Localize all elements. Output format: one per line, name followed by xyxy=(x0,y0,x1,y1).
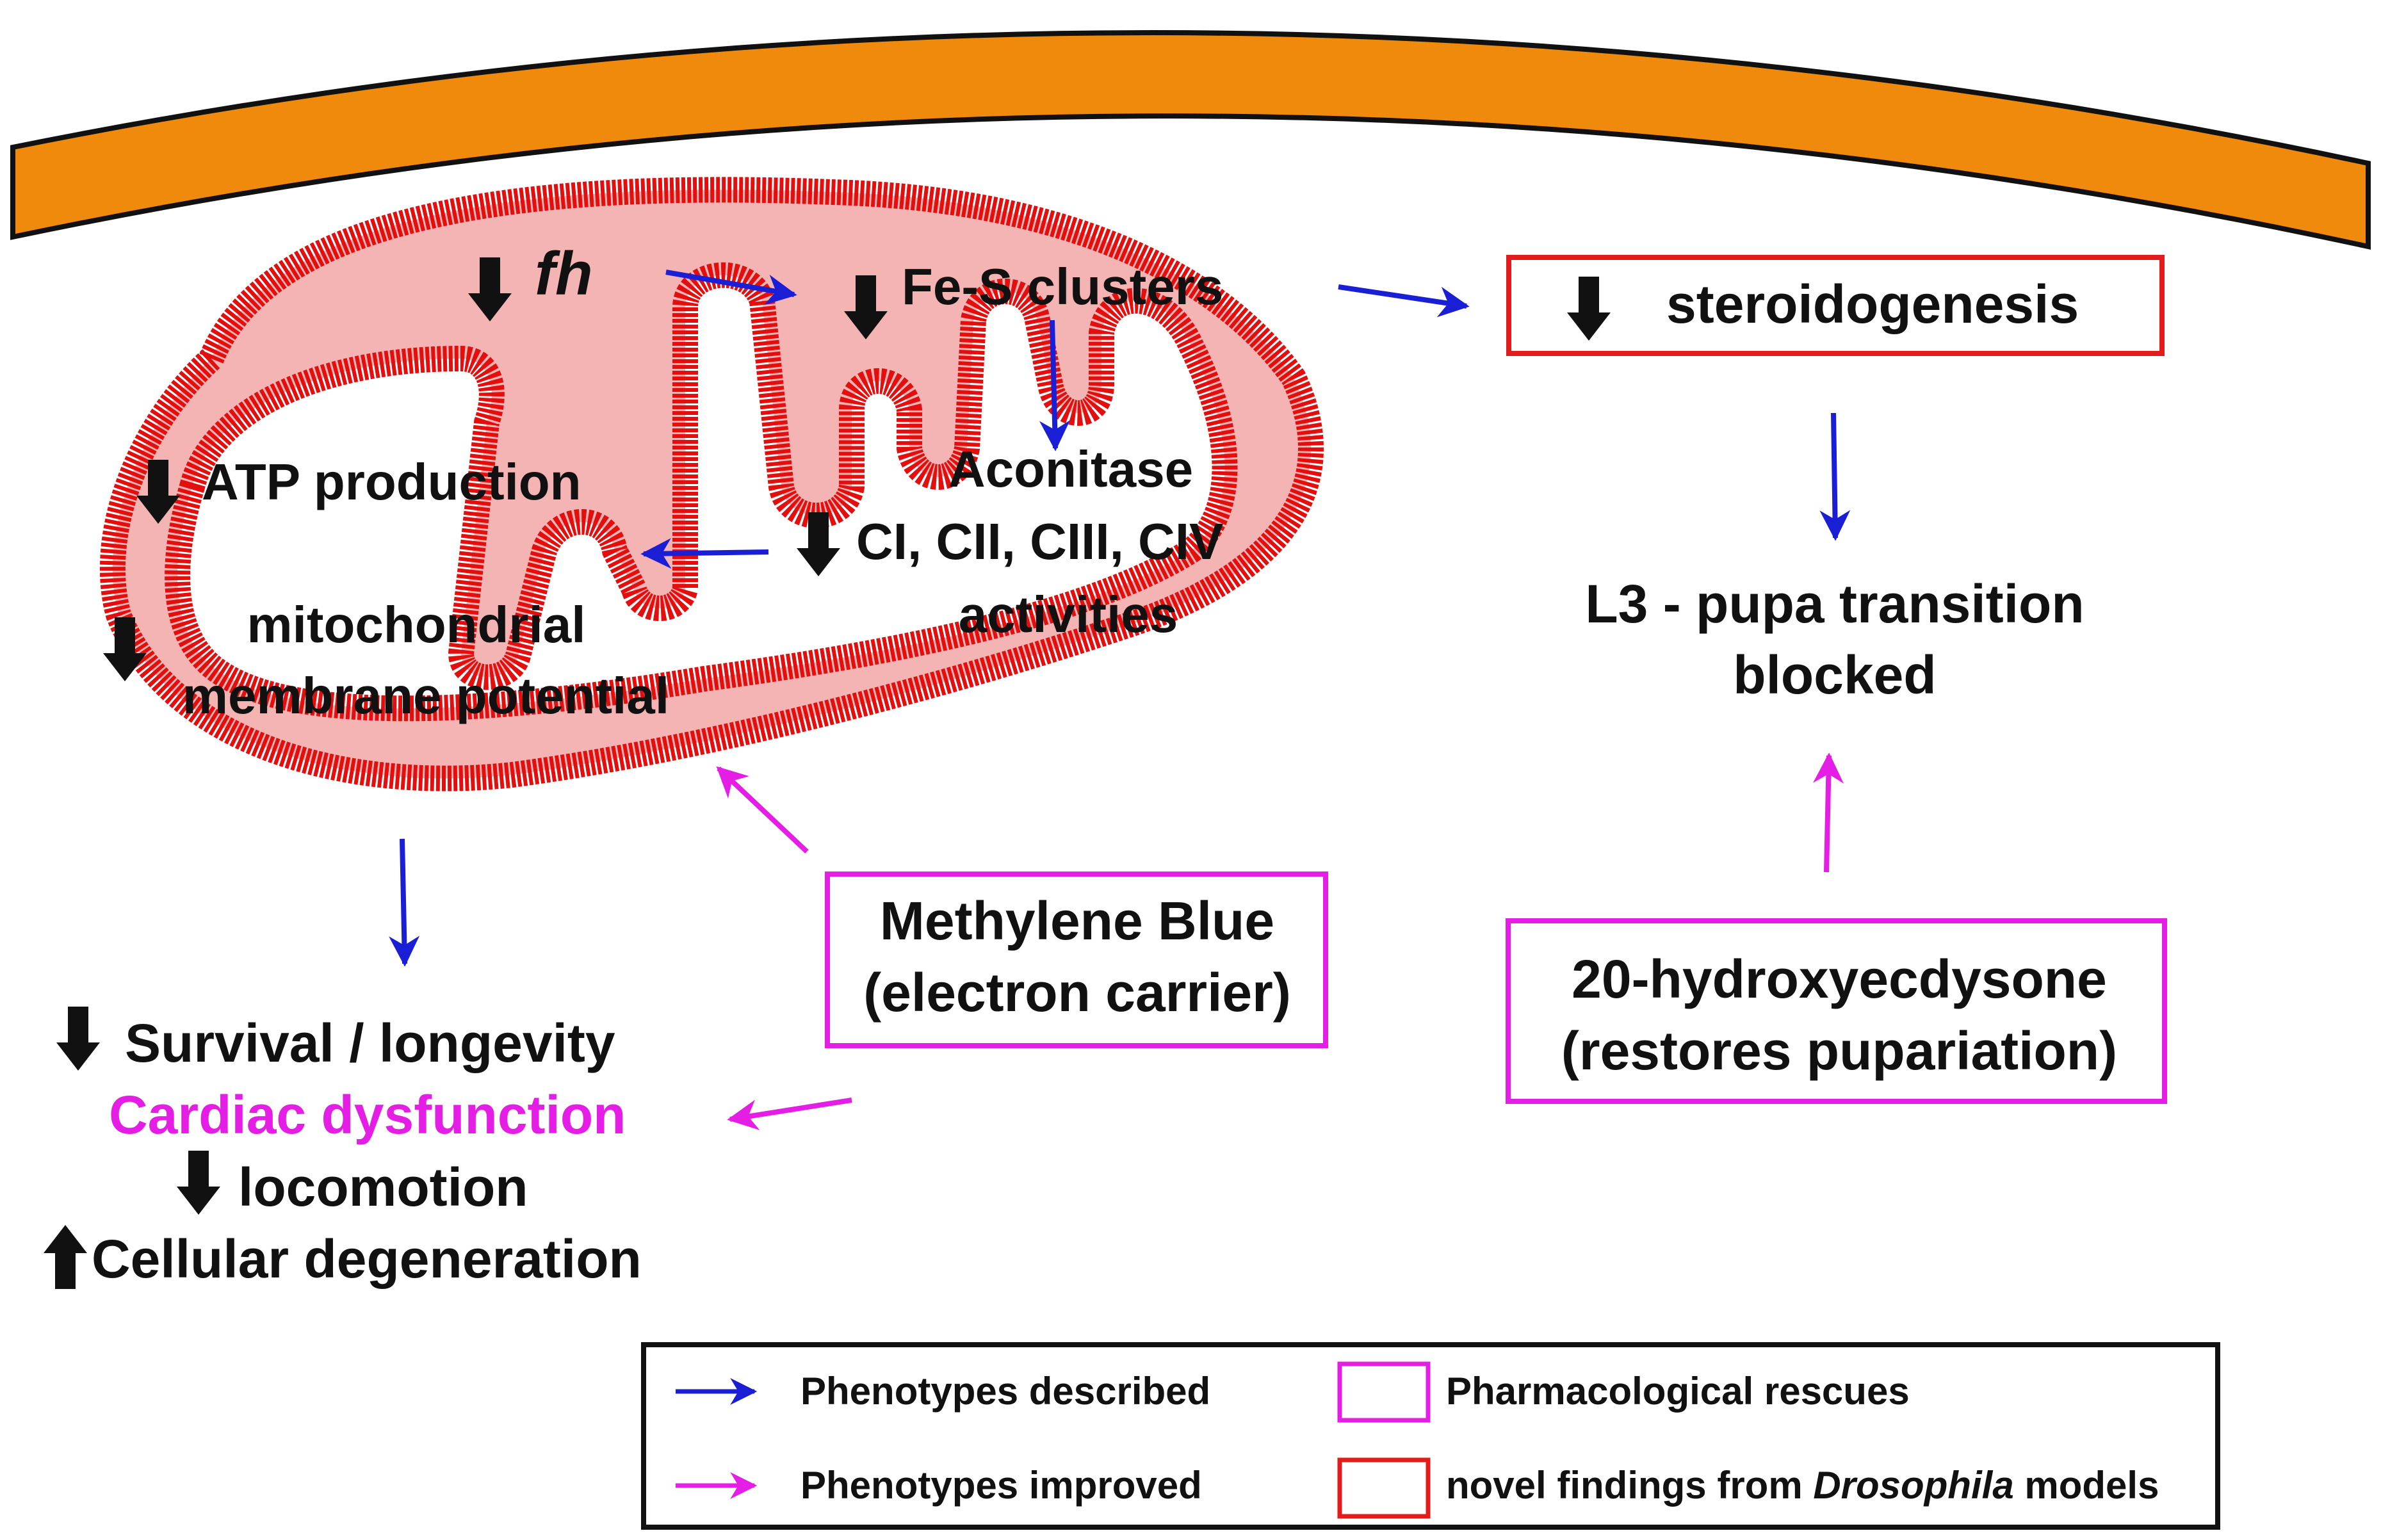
fes-clusters-label: Fe-S clusters xyxy=(902,258,1223,315)
aconitase-label: Aconitase xyxy=(948,441,1193,498)
arrow-complexes-to-atp xyxy=(640,538,769,569)
arrow-fes-to-aconitase xyxy=(1039,320,1070,451)
arrow-steroid-to-transition xyxy=(1819,412,1851,541)
arrow-fh-to-fes xyxy=(665,270,797,305)
gene-fh: fh xyxy=(535,239,593,308)
legend-rescues-label: Pharmacological rescues xyxy=(1446,1370,1910,1413)
hydroxyecdysone-box xyxy=(1506,918,2167,1104)
hydroxyecdysone-line1: 20-hydroxyecdysone xyxy=(1572,949,2107,1009)
cell-membrane-band xyxy=(10,30,2371,250)
legend-novel-swatch xyxy=(1337,1457,1431,1519)
arrow-mito-to-phenotypes xyxy=(389,838,420,967)
legend-described-label: Phenotypes described xyxy=(800,1370,1210,1413)
legend-novel-label: novel findings from Drosophila models xyxy=(1446,1464,2159,1507)
steroidogenesis-box xyxy=(1506,255,2165,356)
legend: Phenotypes described Phenotypes improved… xyxy=(641,1342,2220,1530)
steroid-down-arrow-icon xyxy=(1567,277,1611,341)
locomotion-label: locomotion xyxy=(238,1157,528,1217)
survival-label: Survival / longevity xyxy=(125,1013,615,1073)
cardiac-label: Cardiac dysfunction xyxy=(109,1085,626,1145)
locomotion-down-arrow-icon xyxy=(177,1151,220,1215)
complexes-label: CI, CII, CIII, CIV xyxy=(856,513,1223,570)
methylene-blue-line2: (electron carrier) xyxy=(863,962,1291,1023)
transition-line2: blocked xyxy=(1733,645,1936,705)
legend-rescue-swatch xyxy=(1337,1361,1431,1423)
activities-label: activities xyxy=(959,586,1178,643)
mmp-line1: mitochondrial xyxy=(247,596,586,653)
hydroxyecdysone-line2: (restores pupariation) xyxy=(1561,1021,2117,1081)
arrow-20e-to-transition xyxy=(1813,752,1844,873)
methylene-blue-line1: Methylene Blue xyxy=(880,891,1274,951)
survival-down-arrow-icon xyxy=(56,1007,100,1071)
degeneration-label: Cellular degeneration xyxy=(92,1229,642,1289)
mitochondrion xyxy=(99,177,1324,791)
atp-production-label: ATP production xyxy=(202,453,581,510)
transition-line1: L3 - pupa transition xyxy=(1585,574,2084,634)
degeneration-up-arrow-icon xyxy=(44,1225,87,1289)
arrow-fes-to-steroid xyxy=(1338,284,1470,318)
mitochondrion-inner-membrane xyxy=(165,262,1238,722)
arrow-mb-to-cardiac xyxy=(727,1098,852,1130)
methylene-blue-box xyxy=(825,871,1328,1048)
legend-frame xyxy=(641,1342,2220,1530)
steroidogenesis-label: steroidogenesis xyxy=(1666,274,2079,334)
legend-improved-label: Phenotypes improved xyxy=(800,1464,1202,1507)
arrow-mb-to-mito xyxy=(716,766,809,854)
mmp-line2: membrane potential xyxy=(183,667,669,724)
